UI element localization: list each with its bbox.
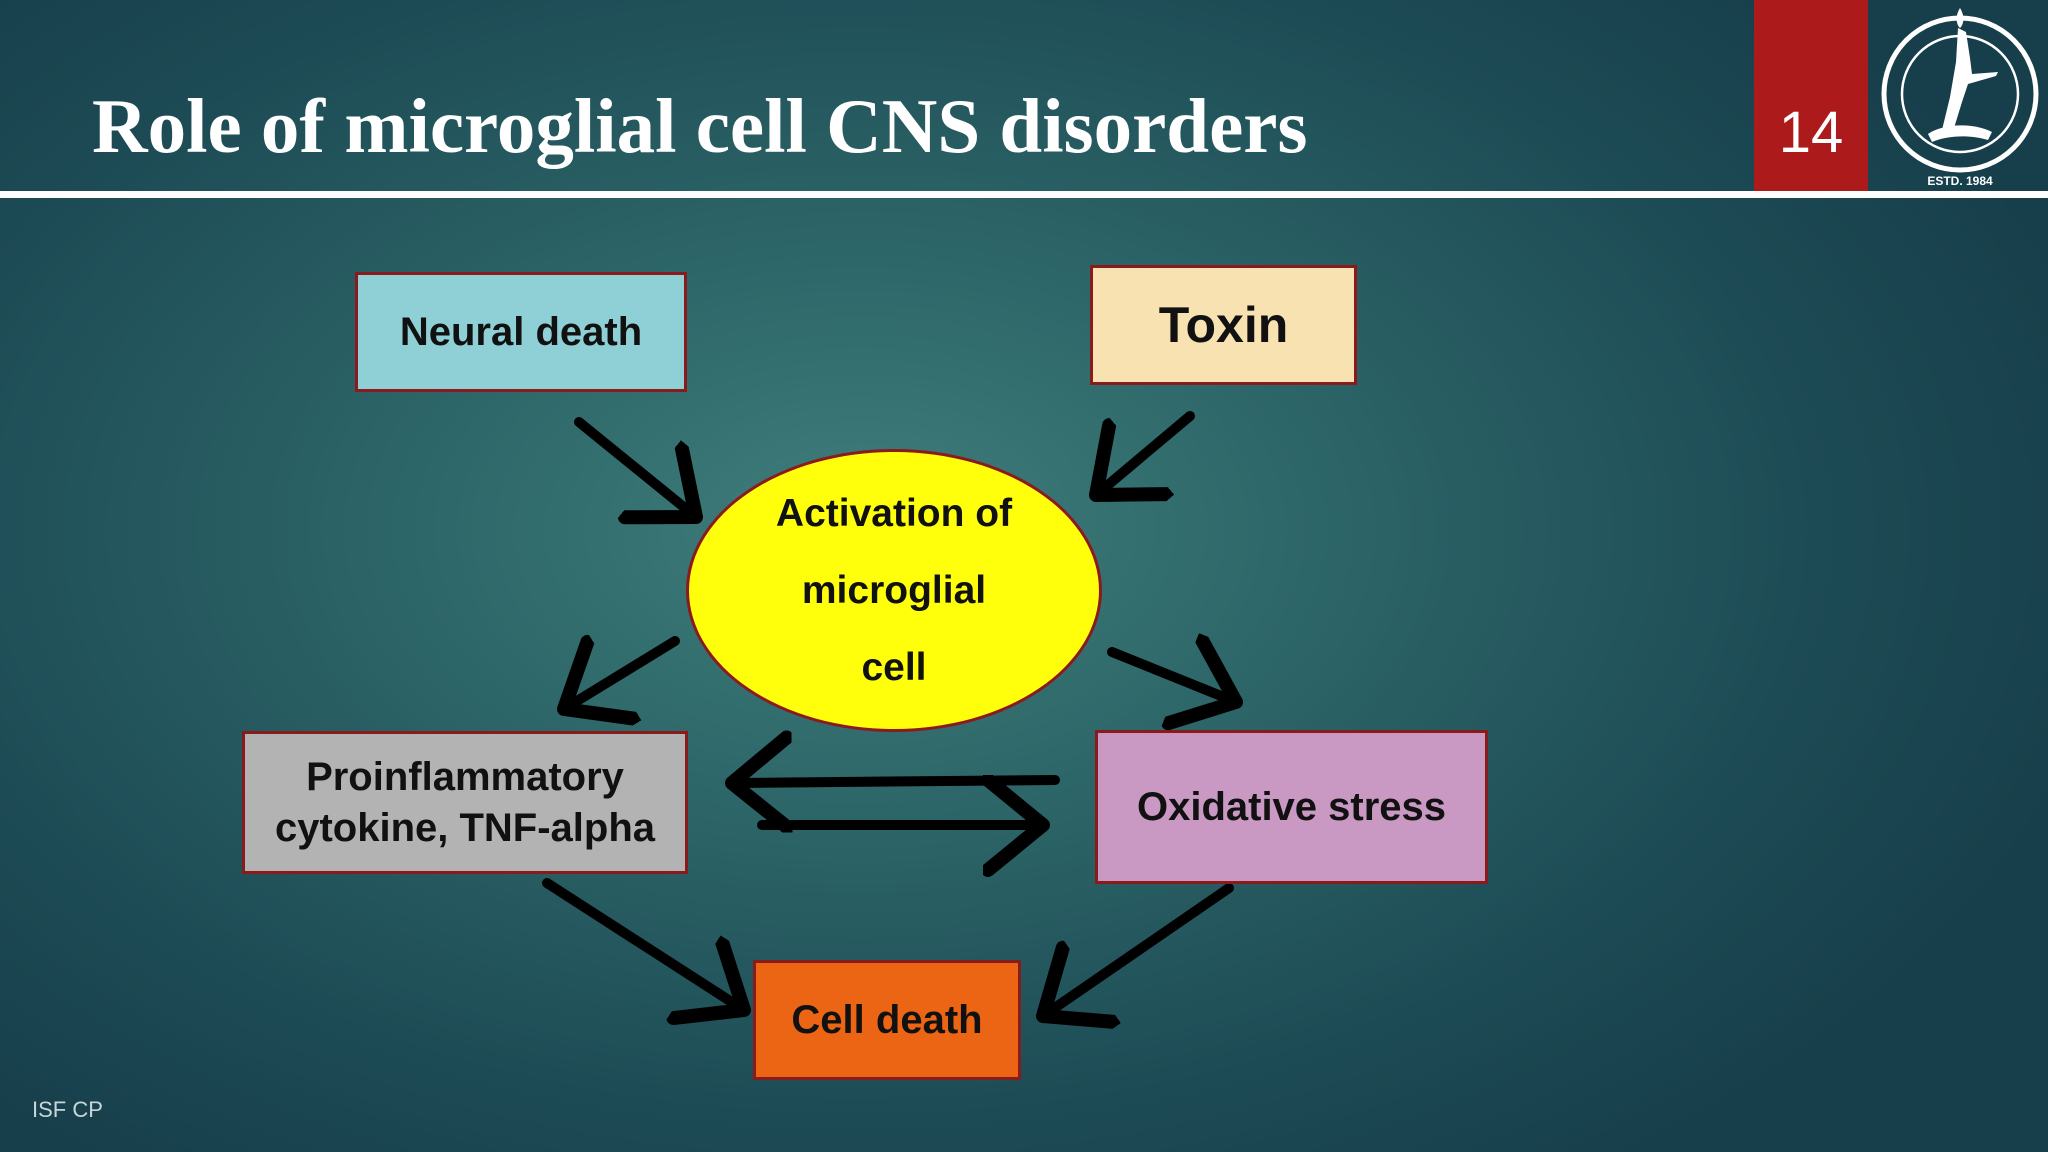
title-rule — [0, 191, 2048, 198]
college-logo: ESTD. 1984 — [1881, 8, 2039, 188]
arrow-activation-to-proinflammatory — [564, 641, 680, 709]
proinflammatory-line-1: Proinflammatory — [306, 754, 624, 799]
activation-line-1: Activation of — [775, 492, 1013, 535]
node-activation-of-microglial-cell: Activation of microglial cell — [686, 449, 1102, 732]
node-neural-death: Neural death — [355, 272, 687, 392]
logo-established-text: ESTD. 1984 — [1927, 174, 1993, 188]
activation-line-3: cell — [861, 646, 927, 689]
arrow-proinflammatory-to-cell-death — [542, 878, 744, 1010]
arrow-oxidative-to-proinflammatory — [732, 780, 1060, 783]
arrow-neural-to-activation — [574, 417, 696, 517]
footer-text: ISF CP — [32, 1097, 103, 1122]
node-cell-death-label: Cell death — [791, 997, 983, 1042]
node-toxin-label: Toxin — [1158, 297, 1289, 353]
node-toxin: Toxin — [1090, 265, 1357, 385]
node-oxidative-stress-label: Oxidative stress — [1136, 784, 1447, 829]
arrow-activation-to-oxidative — [1107, 652, 1236, 702]
node-cell-death: Cell death — [753, 960, 1021, 1080]
activation-line-2: microglial — [801, 569, 987, 612]
arrow-toxin-to-activation — [1096, 411, 1195, 495]
slide-title: Role of microglial cell CNS disorders — [92, 83, 1308, 169]
arrow-oxidative-to-cell-death — [1043, 883, 1234, 1016]
node-oxidative-stress: Oxidative stress — [1095, 730, 1488, 884]
node-neural-death-label: Neural death — [399, 309, 643, 354]
proinflammatory-line-2: cytokine, TNF-alpha — [274, 805, 656, 850]
page-number: 14 — [1778, 100, 1844, 165]
node-proinflammatory-cytokine: Proinflammatory cytokine, TNF-alpha — [242, 731, 688, 874]
page-number-box: 14 — [1754, 0, 1868, 192]
